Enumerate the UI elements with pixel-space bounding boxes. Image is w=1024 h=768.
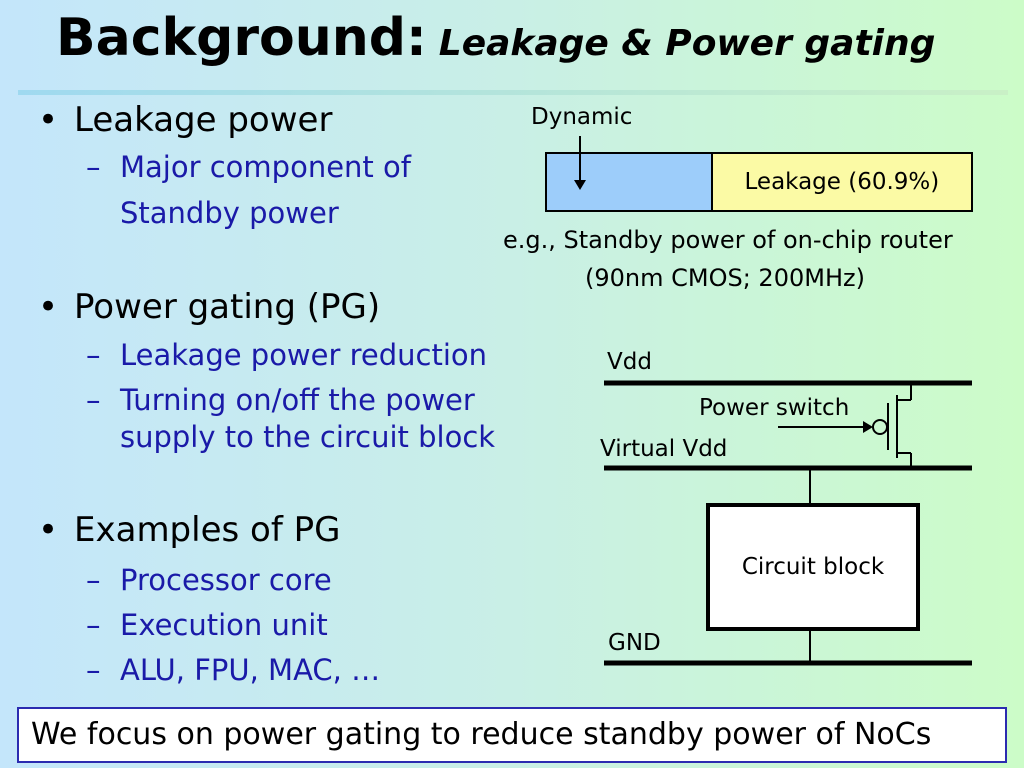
bullet-text: Leakage power: [74, 100, 333, 140]
virtual-vdd-label: Virtual Vdd: [600, 436, 728, 462]
dynamic-arrow: [574, 136, 586, 190]
bullet-dot: •: [38, 100, 59, 140]
sub-bullet-text: Turning on/off the power: [120, 383, 475, 417]
summary-box: We focus on power gating to reduce stand…: [17, 707, 1007, 763]
circuit-block: Circuit block: [706, 503, 920, 631]
sub-bullet-text: Major component of: [120, 150, 411, 184]
sub-bullet-cont: supply to the circuit block: [120, 419, 495, 455]
bullet-dot: •: [38, 287, 59, 327]
circuit-block-label: Circuit block: [741, 554, 885, 580]
bullet-text: Power gating (PG): [74, 287, 381, 327]
gnd-label: GND: [608, 630, 661, 656]
sub-dash: –: [86, 338, 101, 372]
sub-dash: –: [86, 653, 101, 687]
sub-bullet-text: Leakage power reduction: [120, 338, 488, 372]
dynamic-segment: [547, 154, 713, 210]
sub-dash: –: [86, 383, 101, 417]
leakage-segment: Leakage (60.9%): [712, 154, 971, 210]
sub-dash: –: [86, 608, 101, 642]
bullet-power-gating: • Power gating (PG): [38, 287, 381, 327]
title-sub: Leakage & Power gating: [438, 23, 936, 64]
vdd-label: Vdd: [607, 349, 652, 375]
sub-bullet: – Turning on/off the power: [86, 382, 475, 418]
summary-text: We focus on power gating to reduce stand…: [31, 717, 932, 752]
bullet-examples: • Examples of PG: [38, 510, 341, 550]
bullet-text: Examples of PG: [74, 510, 341, 550]
standby-power-bar: Leakage (60.9%): [545, 152, 973, 212]
sub-bullet: – Leakage power reduction: [86, 337, 488, 373]
sub-bullet-cont: Standby power: [120, 195, 339, 231]
power-gating-circuit: [604, 380, 972, 666]
sub-bullet-text: Processor core: [120, 563, 332, 597]
slide-title: Background: Leakage & Power gating: [56, 8, 935, 68]
pmos-switch: [778, 383, 912, 468]
sub-dash: –: [86, 150, 101, 184]
power-caption-line1: e.g., Standby power of on-chip router: [503, 226, 953, 254]
power-caption-line2: (90nm CMOS; 200MHz): [585, 264, 865, 292]
sub-bullet: – Execution unit: [86, 607, 328, 643]
sub-bullet-text: ALU, FPU, MAC, …: [120, 653, 381, 687]
sub-bullet-text: supply to the circuit block: [120, 420, 496, 454]
sub-bullet-text: Standby power: [120, 196, 339, 230]
sub-bullet: – Processor core: [86, 562, 332, 598]
title-main: Background:: [56, 8, 427, 68]
power-switch-label: Power switch: [699, 395, 850, 421]
dynamic-label: Dynamic: [531, 104, 633, 130]
sub-bullet: – ALU, FPU, MAC, …: [86, 652, 381, 688]
sub-dash: –: [86, 563, 101, 597]
bullet-leakage-power: • Leakage power: [38, 100, 333, 140]
leakage-label: Leakage (60.9%): [744, 169, 940, 195]
sub-bullet: – Major component of: [86, 149, 411, 185]
title-rule: [18, 90, 1008, 95]
bullet-dot: •: [38, 510, 59, 550]
sub-bullet-text: Execution unit: [120, 608, 328, 642]
